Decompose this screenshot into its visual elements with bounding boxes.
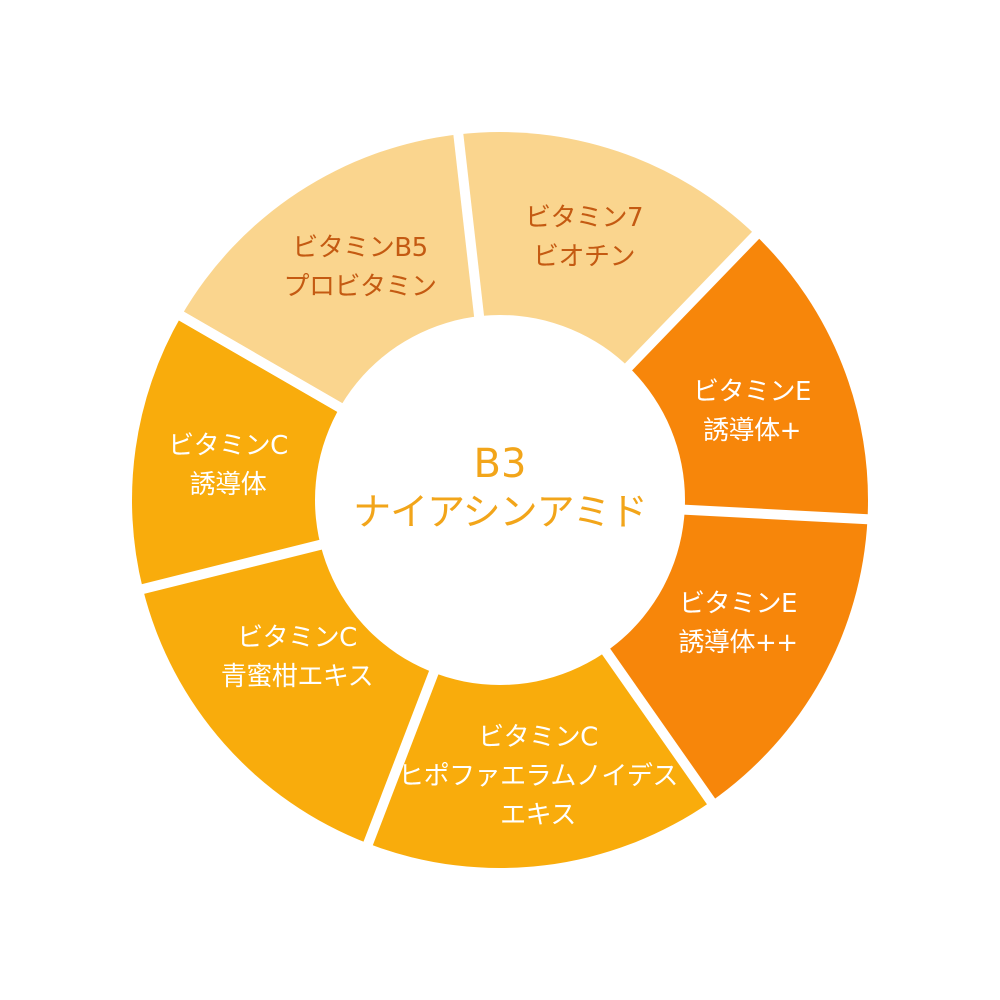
segment-label-line: 誘導体+ (703, 416, 801, 446)
segment-label-line: プロビタミン (283, 272, 437, 302)
segment-label-c-citrus: ビタミンC 青蜜柑エキス (220, 619, 374, 697)
segment-label-line: 青蜜柑エキス (220, 662, 374, 692)
segment-label-line: ビタミン7 (524, 203, 644, 233)
segment-label-line: エキス (500, 800, 576, 831)
segment-label-line: ヒポファエラムノイデス (398, 761, 678, 792)
segment-label-c-deriv: ビタミンC 誘導体 (168, 427, 288, 505)
segment-label-line: ビタミンE (679, 589, 797, 619)
segment-label-line: 誘導体++ (678, 628, 798, 658)
segment-label-c-hippophae: ビタミンC ヒポファエラムノイデス エキス (398, 719, 678, 836)
segment-label-line: ビタミンE (693, 377, 811, 407)
segment-label-line: ビオチン (532, 242, 636, 272)
segment-label-line: ビタミンC (168, 431, 288, 461)
segment-label-line: ビタミンC (478, 722, 598, 753)
segment-label-line: 誘導体 (189, 470, 267, 500)
segment-label-line: ビタミンC (237, 623, 357, 653)
center-subtitle: ナイアシンアミド (353, 490, 648, 534)
segment-label-b5: ビタミンB5 プロビタミン (283, 229, 437, 307)
segment-c-hippophae (368, 500, 712, 868)
center-label: B3 ナイアシンアミド (353, 440, 648, 536)
segment-label-e-plusplus: ビタミンE 誘導体++ (678, 585, 798, 663)
segment-label-e-plus: ビタミンE 誘導体+ (693, 373, 811, 451)
center-circle (315, 315, 685, 685)
segment-label-b7: ビタミン7 ビオチン (524, 199, 644, 277)
center-title: B3 (473, 441, 527, 487)
segment-label-line: ビタミンB5 (292, 233, 428, 263)
